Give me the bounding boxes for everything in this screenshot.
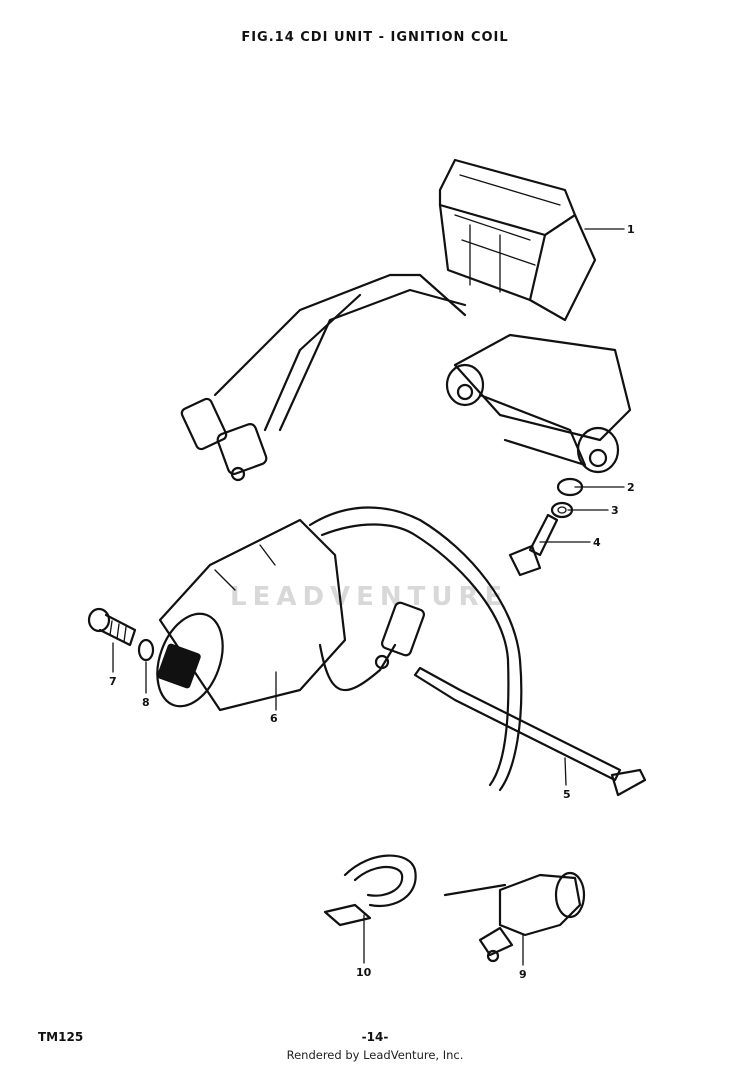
callout-1: 1 [627, 223, 635, 236]
bolt-part-4 [508, 513, 559, 577]
cdi-unit [438, 158, 597, 322]
bolt-part-7 [87, 607, 137, 647]
callout-9: 9 [519, 968, 527, 981]
render-credit: Rendered by LeadVenture, Inc. [286, 1048, 464, 1062]
page-number: -14- [361, 1030, 389, 1044]
high-tension-lead [308, 506, 523, 792]
callout-5: 5 [563, 788, 571, 801]
cdi-bracket [445, 333, 632, 474]
callout-8: 8 [142, 696, 150, 709]
callout-3: 3 [611, 504, 619, 517]
coil-primary-coupler [318, 601, 425, 692]
clamp-part-10 [323, 854, 417, 927]
callout-10: 10 [356, 966, 372, 979]
watermark-text: LEADVENTURE [230, 582, 509, 612]
callout-6: 6 [270, 712, 278, 725]
washer-part-8 [137, 638, 155, 662]
cdi-harness [180, 273, 467, 482]
clamp-band-part-5 [413, 666, 647, 797]
spark-plug-cap-part-9 [443, 871, 586, 963]
callout-4: 4 [593, 536, 601, 549]
callout-2: 2 [627, 481, 635, 494]
model-code: TM125 [38, 1030, 84, 1044]
callout-7: 7 [109, 675, 117, 688]
figure-title: FIG.14 CDI UNIT - IGNITION COIL [241, 30, 509, 45]
ignition-coil [156, 518, 347, 712]
leader-lines [112, 228, 625, 966]
